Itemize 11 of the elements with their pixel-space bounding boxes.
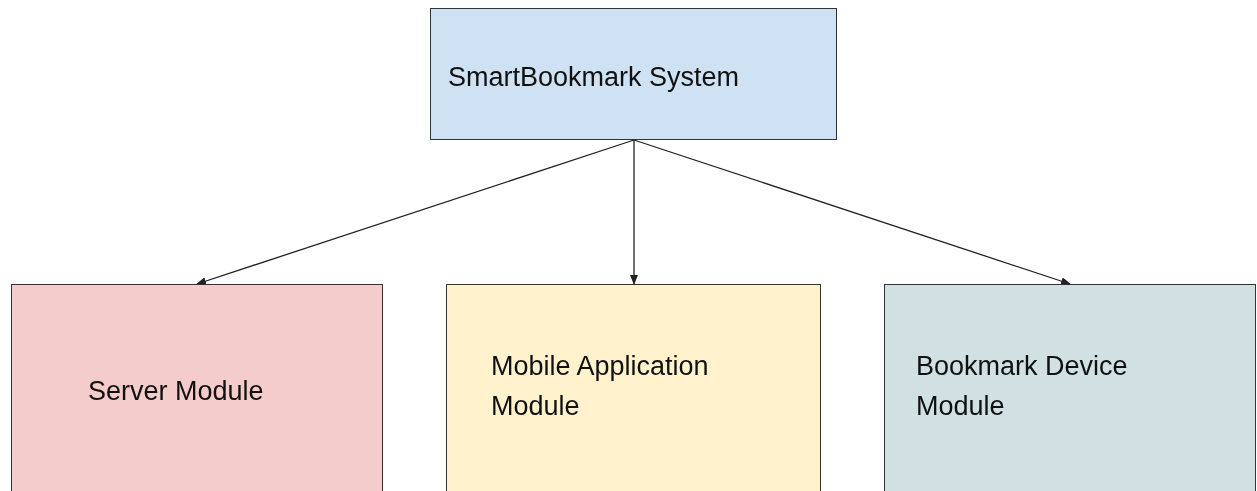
node-label: Server Module	[88, 375, 265, 408]
arrow	[630, 139, 638, 285]
node-label: Mobile Application Module	[491, 350, 710, 423]
arrow	[196, 139, 635, 285]
node-label: SmartBookmark System	[448, 61, 741, 94]
module-box	[884, 284, 1256, 491]
module-box	[446, 284, 821, 491]
node-label: Bookmark Device Module	[916, 350, 1129, 423]
system-box	[430, 8, 837, 140]
module-box	[11, 284, 383, 491]
arrow	[633, 139, 1071, 285]
